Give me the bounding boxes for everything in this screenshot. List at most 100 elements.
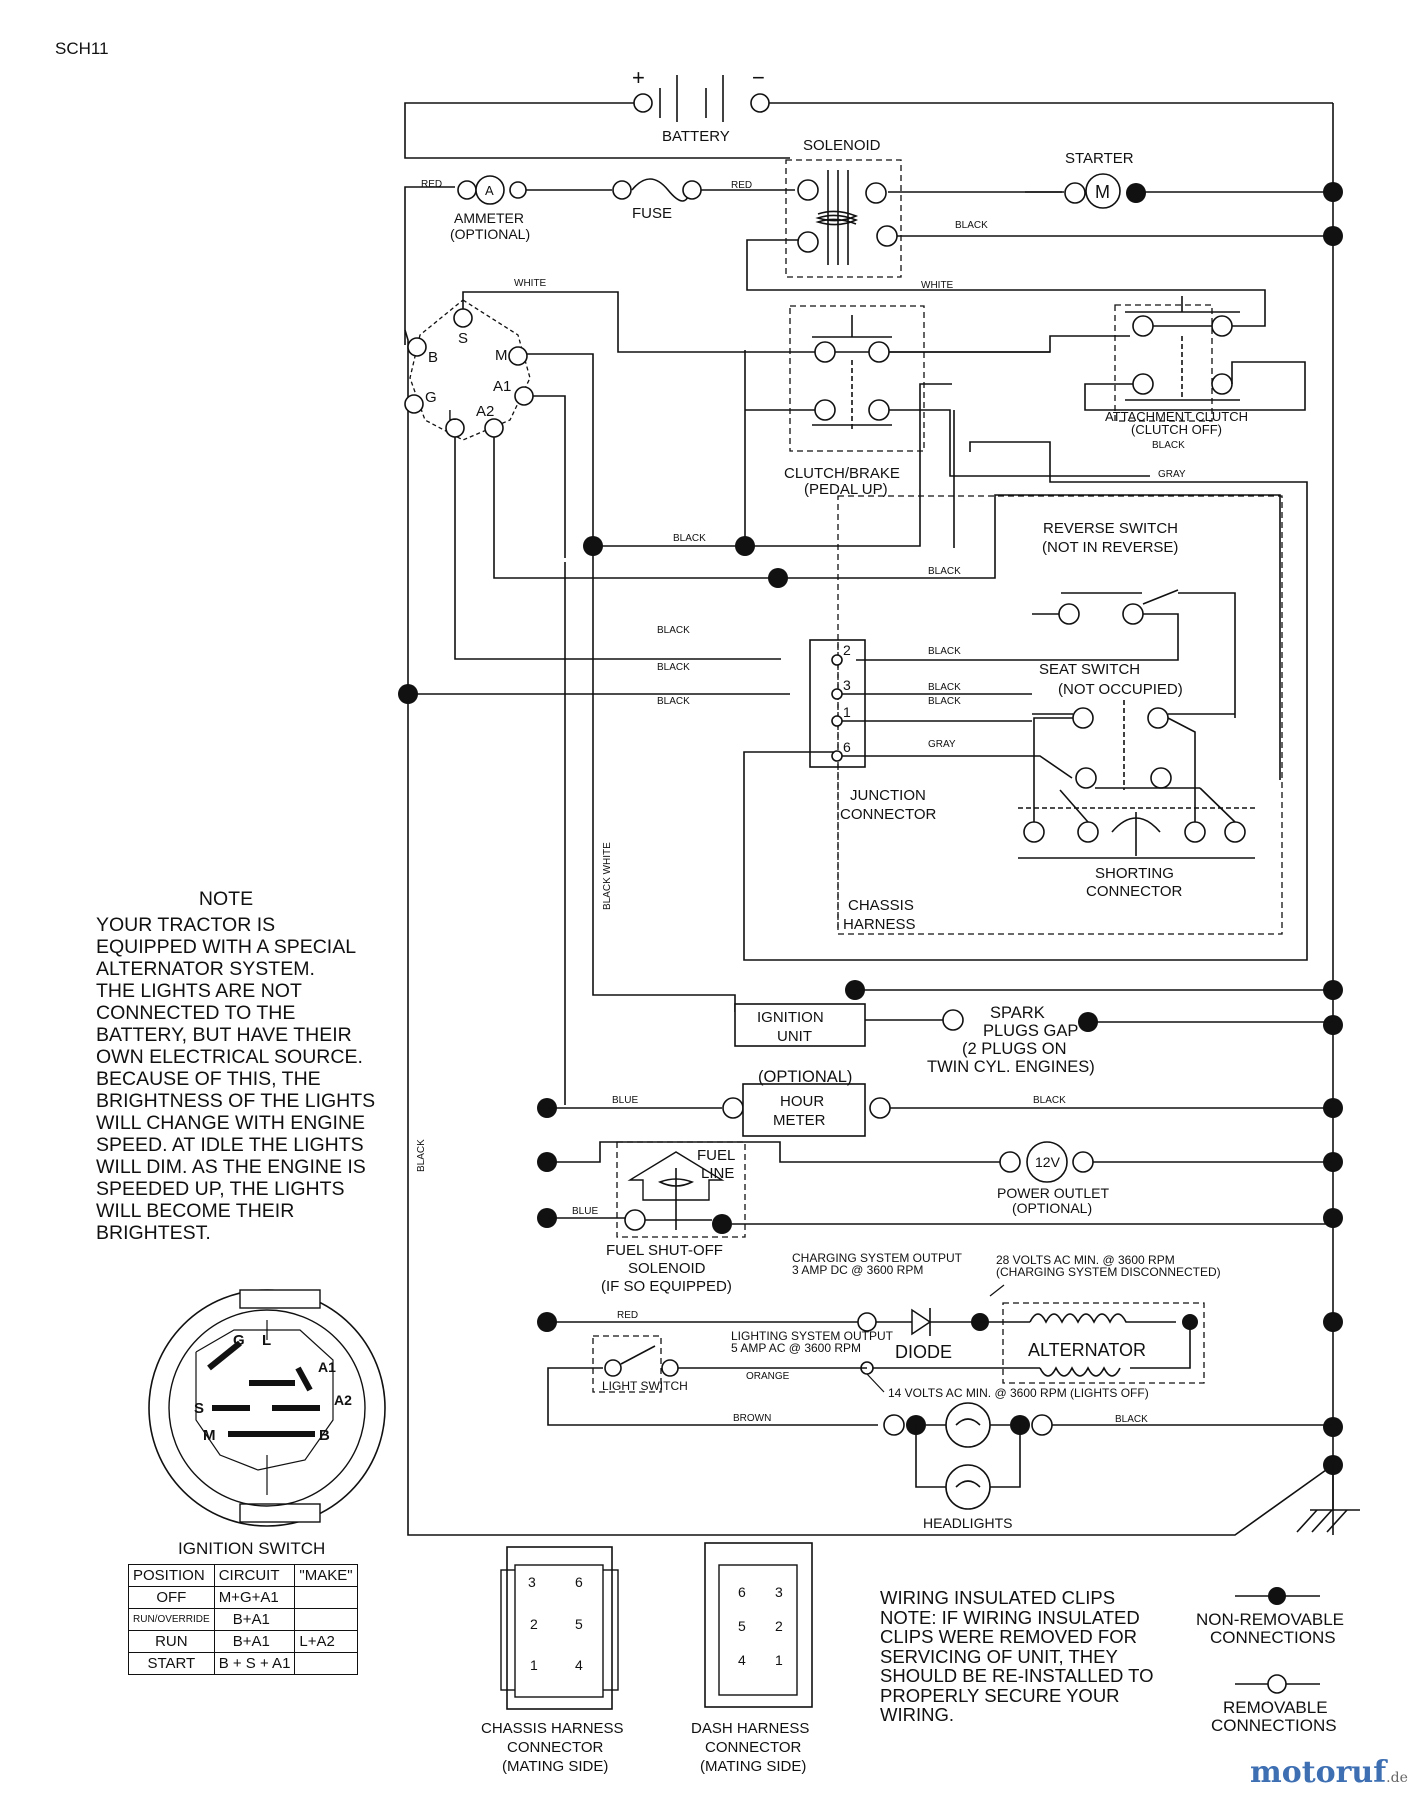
svg-text:(MATING SIDE): (MATING SIDE)	[700, 1758, 806, 1775]
watermark-logo[interactable]: motoruf.de	[1250, 1755, 1408, 1790]
note-line: SPEEDED UP, THE LIGHTS	[96, 1178, 345, 1200]
svg-text:SHORTING: SHORTING	[1095, 865, 1174, 882]
clips-line: PROPERLY SECURE YOUR	[880, 1684, 1120, 1706]
svg-text:L: L	[448, 407, 456, 424]
svg-text:BLACK: BLACK	[928, 566, 961, 577]
svg-text:CHARGING SYSTEM OUTPUT: CHARGING SYSTEM OUTPUT	[792, 1251, 963, 1265]
main-wires	[404, 102, 1334, 1536]
table-cell: B + S + A1	[213, 1652, 296, 1675]
svg-text:PLUGS GAP: PLUGS GAP	[983, 1022, 1078, 1040]
table-cell	[294, 1652, 358, 1675]
watermark-suffix: .de	[1386, 1770, 1408, 1786]
battery-label: BATTERY	[662, 128, 730, 145]
table-cell: B+A1	[213, 1630, 296, 1653]
table-cell: B+A1	[213, 1608, 296, 1631]
note-line: BRIGHTNESS OF THE LIGHTS	[96, 1090, 376, 1112]
headlights: HEADLIGHTS	[883, 1402, 1333, 1531]
svg-text:5 AMP AC @ 3600 RPM: 5 AMP AC @ 3600 RPM	[731, 1341, 861, 1355]
table-header: "MAKE"	[294, 1564, 358, 1587]
seat-switch: SEAT SWITCH (NOT OCCUPIED)	[1032, 661, 1235, 790]
starter: M STARTER	[1064, 150, 1146, 209]
svg-text:2: 2	[843, 642, 851, 658]
svg-text:3: 3	[843, 677, 851, 693]
svg-text:G: G	[233, 1332, 245, 1349]
svg-text:CONNECTIONS: CONNECTIONS	[1211, 1716, 1337, 1735]
svg-text:CONNECTIONS: CONNECTIONS	[1210, 1628, 1336, 1647]
starter-symbol: M	[1095, 182, 1110, 202]
table-cell	[294, 1608, 358, 1631]
note-line: EQUIPPED WITH A SPECIAL	[96, 936, 357, 958]
solenoid: SOLENOID	[785, 137, 902, 278]
svg-text:IGNITION SWITCH: IGNITION SWITCH	[178, 1539, 325, 1558]
svg-text:LINE: LINE	[701, 1165, 734, 1182]
svg-text:BLUE: BLUE	[572, 1206, 598, 1217]
light-switch: LIGHT SWITCH ORANGE BROWN BLACK	[547, 1335, 1148, 1426]
svg-text:SEAT SWITCH: SEAT SWITCH	[1039, 661, 1140, 678]
note-line: YOUR TRACTOR IS	[96, 914, 276, 936]
gray-wire	[743, 441, 1308, 961]
svg-text:BLACK: BLACK	[673, 533, 706, 544]
svg-text:DASH HARNESS: DASH HARNESS	[691, 1720, 809, 1737]
svg-text:14 VOLTS AC MIN. @ 3600 RPM (L: 14 VOLTS AC MIN. @ 3600 RPM (LIGHTS OFF)	[888, 1386, 1149, 1400]
svg-text:BLACK: BLACK	[1115, 1414, 1148, 1425]
svg-text:12V: 12V	[1035, 1154, 1061, 1170]
table-header-row: POSITION CIRCUIT "MAKE"	[128, 1564, 358, 1587]
note-line: OWN ELECTRICAL SOURCE.	[96, 1046, 363, 1068]
fuse: FUSE RED	[612, 178, 752, 222]
svg-text:CLUTCH/BRAKE: CLUTCH/BRAKE	[784, 465, 900, 482]
svg-text:(MATING SIDE): (MATING SIDE)	[502, 1758, 608, 1775]
table-cell: OFF	[128, 1586, 215, 1609]
svg-text:(IF SO EQUIPPED): (IF SO EQUIPPED)	[601, 1278, 732, 1295]
ignition-switch-face: G L A1 A2 S M B IGNITION SWITCH	[148, 1289, 386, 1558]
svg-text:SPARK: SPARK	[990, 1004, 1045, 1022]
table-row: OFF M+G+A1	[128, 1586, 358, 1609]
svg-text:1: 1	[843, 704, 851, 720]
svg-text:REMOVABLE: REMOVABLE	[1223, 1698, 1328, 1717]
svg-text:JUNCTION: JUNCTION	[850, 787, 926, 804]
chassis-harness-connector: 3 6 2 5 1 4 CHASSIS HARNESS CONNECTOR (M…	[481, 1546, 624, 1775]
svg-text:RED: RED	[617, 1310, 638, 1321]
svg-text:A1: A1	[318, 1359, 336, 1375]
dash-harness-connector: 6 3 5 2 4 1 DASH HARNESS CONNECTOR (MATI…	[691, 1542, 813, 1775]
wiring-clips-note: WIRING INSULATED CLIPS NOTE: IF WIRING I…	[880, 1588, 1153, 1725]
ignition-switch-circuit: S B G L A2 A1 M	[404, 299, 534, 441]
svg-text:ORANGE: ORANGE	[746, 1371, 790, 1382]
watermark-main: motoruf	[1250, 1755, 1387, 1790]
ignition-wires: WHITE	[408, 278, 1281, 1105]
wire-label-black: BLACK	[955, 220, 988, 231]
svg-text:S: S	[194, 1400, 204, 1417]
svg-text:M: M	[495, 347, 508, 364]
svg-text:UNIT: UNIT	[777, 1028, 812, 1045]
clutch-brake-switch: CLUTCH/BRAKE (PEDAL UP)	[745, 305, 1150, 498]
page-id: SCH11	[55, 39, 109, 58]
table-cell: L+A2	[294, 1630, 358, 1653]
svg-text:RED: RED	[731, 180, 752, 191]
ignition-unit: IGNITION UNIT SPARK PLUGS GAP (2 PLUGS O…	[734, 989, 1333, 1076]
clips-line: NOTE: IF WIRING INSULATED	[880, 1606, 1140, 1628]
svg-text:IGNITION: IGNITION	[757, 1009, 824, 1026]
svg-text:2: 2	[530, 1616, 538, 1632]
attachment-clutch: ATTACHMENT CLUTCH (CLUTCH OFF) BLACK GRA…	[1084, 296, 1306, 480]
legend: NON-REMOVABLE CONNECTIONS REMOVABLE CONN…	[1196, 1587, 1344, 1735]
clips-line: SHOULD BE RE-INSTALLED TO	[880, 1665, 1154, 1686]
table-header: POSITION	[128, 1564, 215, 1587]
svg-text:BLUE: BLUE	[612, 1095, 638, 1106]
svg-text:TWIN CYL. ENGINES): TWIN CYL. ENGINES)	[927, 1058, 1095, 1076]
svg-text:A: A	[485, 183, 494, 198]
svg-text:1: 1	[775, 1652, 783, 1668]
table-cell: M+G+A1	[213, 1586, 296, 1609]
svg-text:(OPTIONAL): (OPTIONAL)	[758, 1068, 852, 1086]
svg-text:B: B	[428, 349, 438, 366]
svg-text:(CLUTCH OFF): (CLUTCH OFF)	[1131, 422, 1222, 437]
svg-text:3: 3	[775, 1584, 783, 1600]
svg-text:BLACK: BLACK	[657, 662, 690, 673]
svg-text:LIGHTING SYSTEM OUTPUT: LIGHTING SYSTEM OUTPUT	[731, 1329, 894, 1343]
svg-text:GRAY: GRAY	[928, 739, 956, 750]
note-title: NOTE	[198, 888, 254, 910]
svg-text:NON-REMOVABLE: NON-REMOVABLE	[1196, 1610, 1344, 1629]
clips-line: WIRING INSULATED CLIPS	[880, 1587, 1116, 1608]
svg-text:S: S	[458, 330, 468, 347]
svg-text:POWER OUTLET: POWER OUTLET	[997, 1185, 1109, 1201]
svg-text:1: 1	[530, 1657, 538, 1673]
